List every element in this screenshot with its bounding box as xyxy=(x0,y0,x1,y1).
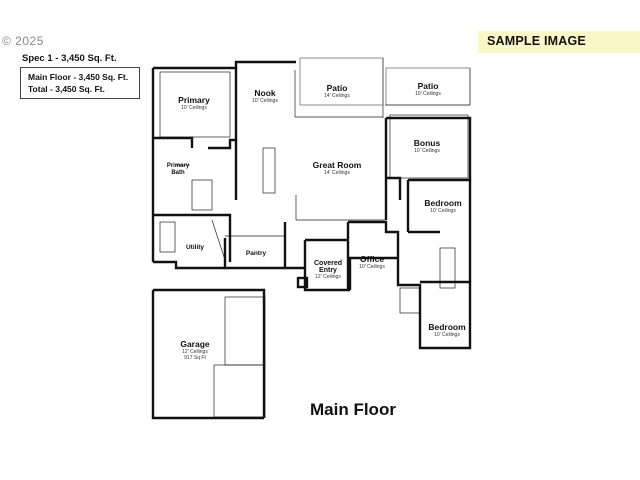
room-bonus-name: Bonus xyxy=(414,138,441,148)
room-bedroom-2-name: Bedroom xyxy=(428,322,466,332)
room-bedroom-1-name: Bedroom xyxy=(424,198,462,208)
room-primary-bath-name-2: Bath xyxy=(171,170,185,176)
room-covered-entry-name: Covered xyxy=(314,260,342,267)
total-area: Total - 3,450 Sq. Ft. xyxy=(28,84,105,94)
patio-outlines xyxy=(299,57,471,106)
room-garage-area: 917 Sq Ft xyxy=(184,355,206,361)
room-great-room-ceilings: 14' Ceilings xyxy=(324,170,350,176)
room-nook-name: Nook xyxy=(254,88,276,98)
room-covered-entry-name-2: Entry xyxy=(319,267,337,274)
room-primary-ceilings: 10' Ceilings xyxy=(181,105,207,111)
main-floor-area: Main Floor - 3,450 Sq. Ft. xyxy=(28,72,129,82)
room-garage-name: Garage xyxy=(180,339,210,349)
room-nook-ceilings: 10' Ceilings xyxy=(252,98,278,104)
room-great-room-name: Great Room xyxy=(313,160,362,170)
interior-walls xyxy=(159,58,471,418)
room-patio-2-ceilings: 10' Ceilings xyxy=(415,91,441,97)
sample-image-text: SAMPLE IMAGE xyxy=(487,34,586,48)
room-garage-ceilings: 12' Ceilings xyxy=(182,349,208,355)
copyright-text: © 2025 xyxy=(2,34,44,48)
room-covered-entry-ceilings: 12' Ceilings xyxy=(315,274,341,280)
room-primary-bath-name: Primary xyxy=(167,163,190,169)
room-bonus-ceilings: 10' Ceilings xyxy=(414,148,440,154)
spec-title: Spec 1 - 3,450 Sq. Ft. xyxy=(22,53,117,64)
room-patio-1-ceilings: 14' Ceilings xyxy=(324,93,350,99)
exterior-walls xyxy=(151,60,472,420)
room-office-name: Office xyxy=(360,254,384,264)
area-summary-box: Main Floor - 3,450 Sq. Ft. Total - 3,450… xyxy=(20,67,140,99)
room-office-ceilings: 10' Ceilings xyxy=(359,264,385,270)
room-bedroom-2-ceilings: 10' Ceilings xyxy=(434,332,460,338)
room-primary-name: Primary xyxy=(178,95,210,105)
room-pantry-name: Pantry xyxy=(246,250,267,257)
room-labels: Primary 10' Ceilings Nook 10' Ceilings P… xyxy=(167,81,466,361)
room-patio-1-name: Patio xyxy=(327,83,348,93)
room-bedroom-1-ceilings: 10' Ceilings xyxy=(430,208,456,214)
sample-image-banner: SAMPLE IMAGE xyxy=(478,31,640,53)
room-utility-name: Utility xyxy=(186,244,204,251)
room-patio-2-name: Patio xyxy=(418,81,439,91)
floor-title: Main Floor xyxy=(310,400,396,419)
